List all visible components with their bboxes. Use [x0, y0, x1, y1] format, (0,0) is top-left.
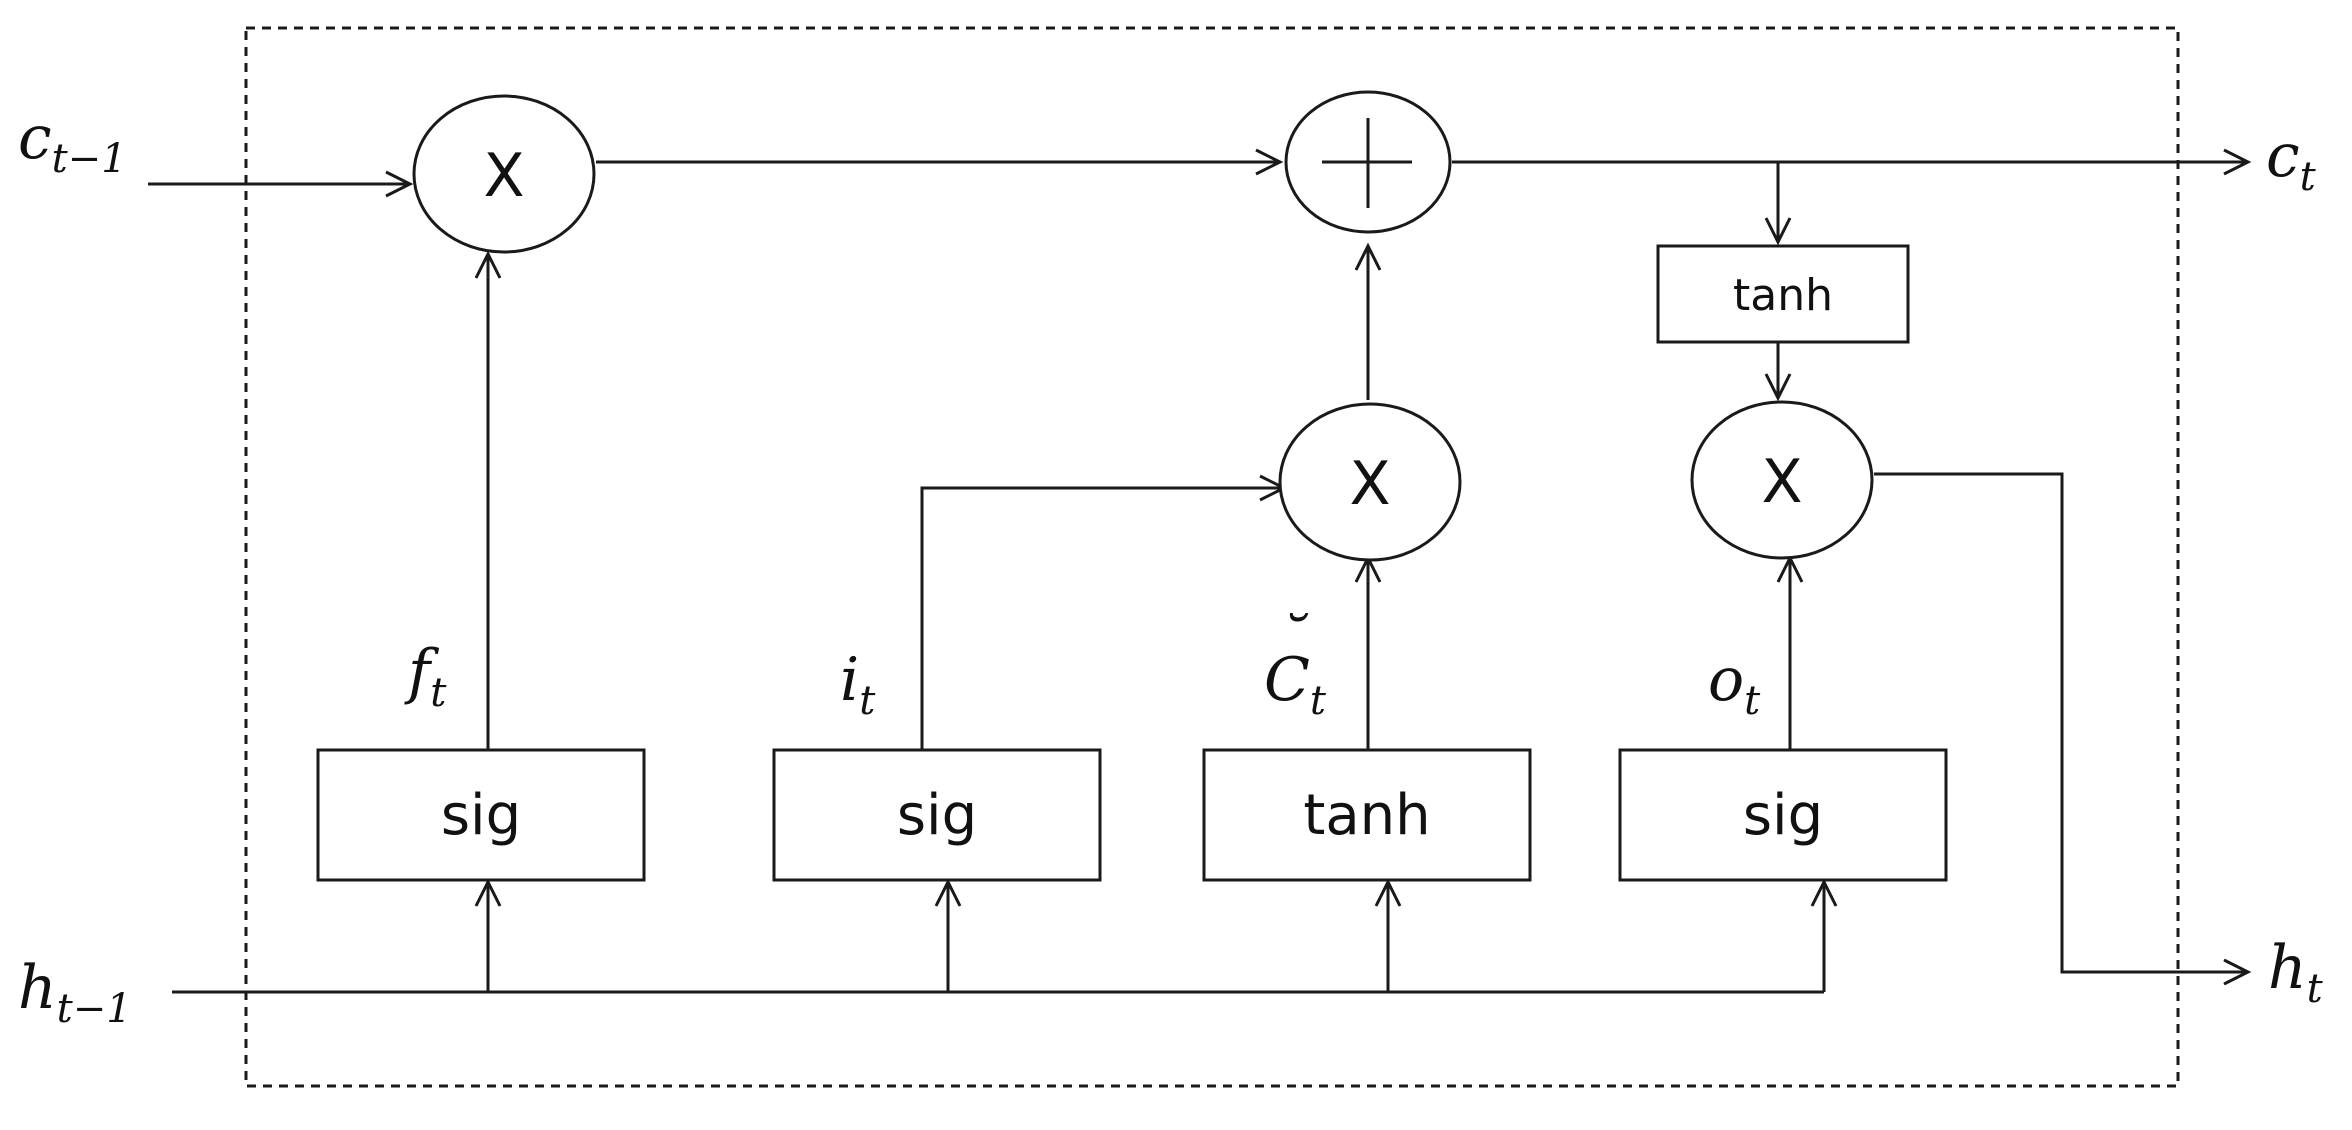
candidate-accent: ˘: [1278, 605, 1309, 675]
forget-gate-box: sig: [316, 748, 646, 882]
input-gate-label: sig: [897, 783, 977, 848]
c-out-label: ct: [2266, 121, 2317, 200]
cell-tanh-box: tanh: [1656, 244, 1910, 344]
add-node: [1284, 90, 1452, 234]
candidate-var: Ct: [1264, 645, 1327, 724]
c-prev-label: ct−1: [18, 103, 127, 182]
input-multiply-node: X: [1278, 402, 1462, 562]
h-out-label: ht: [2268, 933, 2324, 1012]
input-multiply-symbol: X: [1349, 449, 1390, 519]
candidate-gate-label: tanh: [1303, 783, 1430, 848]
candidate-gate-box: tanh: [1202, 748, 1532, 882]
input-gate-arrow: [920, 474, 1288, 750]
output-multiply-node: X: [1690, 400, 1874, 560]
cell-boundary: [244, 26, 2180, 1088]
output-multiply-symbol: X: [1761, 447, 1802, 517]
input-gate-var: it: [840, 645, 876, 724]
forget-multiply-symbol: X: [483, 141, 524, 211]
forget-gate-label: sig: [441, 783, 521, 848]
forget-gate-var: ft: [404, 637, 447, 716]
output-gate-label: sig: [1743, 783, 1823, 848]
cell-tanh-label: tanh: [1733, 270, 1833, 321]
output-gate-var: ot: [1708, 645, 1761, 724]
output-gate-box: sig: [1618, 748, 1948, 882]
h-out-arrow: [1874, 472, 2252, 986]
input-gate-box: sig: [772, 748, 1102, 882]
forget-multiply-node: X: [412, 94, 596, 254]
h-prev-label: ht−1: [18, 953, 132, 1032]
